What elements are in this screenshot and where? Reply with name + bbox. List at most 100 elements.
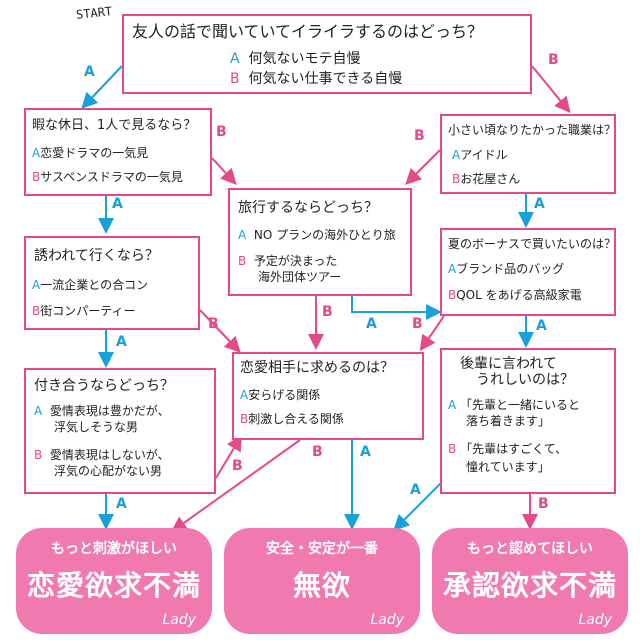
question-4-text: 旅行するならどっち？: [238, 200, 378, 216]
question-2-text: 暇な休日、1人で見るなら？: [32, 118, 197, 133]
option-a-text: NO プランの海外ひとり旅: [253, 228, 396, 242]
option-a-text-line1: 「先輩と一緒にいると: [460, 398, 581, 412]
option-b-key: B: [238, 254, 247, 268]
edge-label-a: A: [360, 444, 371, 460]
edge-label-b: B: [548, 52, 559, 68]
question-6-text: 夏のボーナスで買いたいのは？: [448, 237, 617, 251]
arrow-q3-b: [405, 149, 441, 185]
question-box-4: 旅行するならどっち？ A NO プランの海外ひとり旅 B 予定が決まった 海外団…: [228, 188, 412, 296]
option-b-text: サスペンスドラマの一気見: [40, 170, 183, 184]
option-a-text: 安らげる関係: [248, 388, 321, 402]
question-9-text-line1: 後輩に言われて: [460, 356, 557, 372]
question-1-text: 友人の話で聞いていてイライラするのはどっち？: [132, 22, 484, 41]
question-8-option-a: A安らげる関係: [240, 388, 320, 403]
option-a-key: A: [32, 278, 41, 292]
question-3-option-a: Aアイドル: [452, 148, 508, 163]
question-7-option-b-line2: 浮気の心配がない男: [54, 464, 163, 478]
edge-label-a: A: [534, 196, 545, 212]
question-5-option-a: A一流企業との合コン: [32, 278, 148, 293]
option-b-text: お花屋さん: [460, 172, 521, 186]
arrow-q9-a: [393, 479, 445, 531]
option-b-text-line1: 予定が決まった: [253, 254, 338, 268]
edge-label-a: A: [116, 334, 127, 350]
option-b-key: B: [448, 288, 457, 302]
edge-label-a: A: [116, 496, 127, 512]
question-9-text-line2: うれしいのは？: [476, 372, 574, 388]
arrow-q6-b: [419, 315, 445, 352]
result-card-3: もっと認めてほしい 承認欲求不満 Lady: [432, 528, 628, 634]
question-9-option-a-line2: 落ち着きます」: [466, 414, 551, 428]
option-a-key: A: [448, 262, 457, 276]
arrow-q4-a: [351, 296, 442, 320]
result-2-lady: Lady: [370, 612, 404, 628]
option-b-key: B: [448, 442, 457, 456]
result-3-tagline: もっと認めてほしい: [467, 541, 593, 557]
question-box-6: 夏のボーナスで買いたいのは？ Aブランド品のバッグ BQOL をあげる高級家電: [440, 228, 616, 316]
option-a-key: A: [238, 228, 247, 242]
option-b-text: QOL をあげる高級家電: [456, 288, 582, 302]
question-9-option-b: B 「先輩はすごくて、: [448, 442, 567, 457]
question-2-option-a: A恋愛ドラマの一気見: [32, 146, 148, 161]
question-5-option-b: B街コンパーティー: [32, 304, 136, 319]
question-7-option-b: B 愛情表現はしないが、: [34, 448, 170, 463]
option-b-text: 街コンパーティー: [40, 304, 136, 318]
question-6-option-b: BQOL をあげる高級家電: [448, 288, 582, 303]
question-8-option-b: B刺激し合える関係: [240, 412, 344, 427]
option-a-text: 何気ないモテ自慢: [248, 51, 361, 67]
option-b-text-line1: 「先輩はすごくて、: [460, 442, 568, 456]
edge-label-a: A: [84, 64, 95, 80]
option-a-key: A: [452, 148, 461, 162]
option-a-key: A: [32, 146, 41, 160]
edge-label-a: A: [112, 196, 123, 212]
question-box-9: 後輩に言われて うれしいのは？ A 「先輩と一緒にいると 落ち着きます」 B 「…: [440, 348, 616, 494]
arrow-q1-b: [531, 65, 571, 114]
edge-label-b: B: [538, 496, 549, 512]
result-card-2: 安全・安定が一番 無欲 Lady: [224, 528, 420, 634]
question-box-7: 付き合うならどっち？ A 愛情表現は豊かだが、 浮気しそうな男 B 愛情表現はし…: [24, 368, 216, 494]
question-1-option-b: B 何気ない仕事できる自慢: [230, 70, 402, 88]
result-1-tagline: もっと刺激がほしい: [51, 541, 177, 557]
option-a-key: A: [240, 388, 249, 402]
option-b-text: 刺激し合える関係: [248, 412, 344, 426]
arrow-q8-b: [170, 439, 301, 533]
edge-label-b: B: [216, 124, 227, 140]
option-b-text: 何気ない仕事できる自慢: [248, 71, 403, 87]
question-3-option-b: Bお花屋さん: [452, 172, 520, 187]
question-4-option-b-line2: 海外団体ツアー: [258, 270, 342, 284]
question-box-5: 誘われて行くなら？ A一流企業との合コン B街コンパーティー: [24, 236, 200, 330]
question-1-option-a: A 何気ないモテ自慢: [230, 50, 360, 68]
result-2-tagline: 安全・安定が一番: [266, 541, 378, 557]
option-b-key: B: [34, 448, 43, 462]
edge-label-a: A: [536, 318, 547, 334]
question-9-option-a: A 「先輩と一緒にいると: [448, 398, 580, 413]
edge-label-b: B: [412, 316, 423, 332]
option-a-text-line1: 愛情表現は豊かだが、: [49, 404, 170, 418]
option-a-key: A: [34, 404, 43, 418]
question-4-option-a: A NO プランの海外ひとり旅: [238, 228, 396, 243]
edge-label-b: B: [312, 444, 323, 460]
option-a-key: A: [448, 398, 457, 412]
arrow-q5-b: [199, 309, 241, 353]
result-2-name: 無欲: [292, 569, 351, 602]
result-3-name: 承認欲求不満: [442, 569, 617, 602]
option-b-key: B: [230, 71, 240, 87]
question-box-3: 小さい頃なりたかった職業は？ Aアイドル Bお花屋さん: [440, 114, 616, 194]
arrow-q1-a: [81, 65, 123, 109]
question-8-text: 恋愛相手に求めるのは？: [240, 360, 394, 376]
question-7-text: 付き合うならどっち？: [34, 378, 174, 394]
option-b-key: B: [32, 170, 41, 184]
result-3-lady: Lady: [578, 612, 612, 628]
question-4-option-b: B 予定が決まった: [238, 254, 337, 269]
question-box-2: 暇な休日、1人で見るなら？ A恋愛ドラマの一気見 Bサスペンスドラマの一気見: [24, 108, 212, 196]
option-a-text: ブランド品のバッグ: [456, 262, 565, 276]
question-5-text: 誘われて行くなら？: [34, 248, 159, 264]
option-b-key: B: [32, 304, 41, 318]
edge-label-b: B: [208, 316, 219, 332]
question-3-text: 小さい頃なりたかった職業は？: [448, 123, 617, 137]
option-b-text-line1: 愛情表現はしないが、: [49, 448, 170, 462]
arrow-q2-b: [211, 157, 237, 185]
option-b-key: B: [452, 172, 461, 186]
option-a-key: A: [230, 51, 240, 67]
result-card-1: もっと刺激がほしい 恋愛欲求不満 Lady: [16, 528, 212, 634]
option-a-text: 恋愛ドラマの一気見: [40, 146, 149, 160]
